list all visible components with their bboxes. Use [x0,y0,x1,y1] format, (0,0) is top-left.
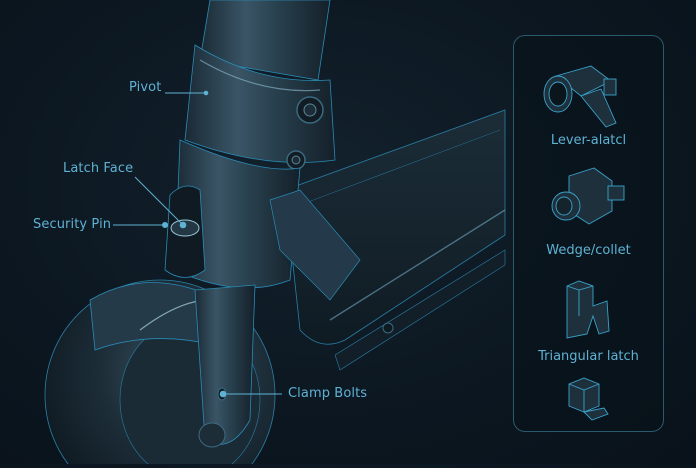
panel-item-wedge-collet: Wedge/collet [546,243,631,258]
callout-leaders [113,90,282,398]
triangular-latch-icon [566,280,610,339]
panel-item-triangular-latch: Triangular latch [538,349,639,364]
block-latch-icon [568,377,609,421]
callout-security-pin: Security Pin [33,217,112,232]
wedge-collet-icon [551,167,625,225]
callout-pivot: Pivot [129,80,162,95]
stem [164,0,361,301]
panel-item-lever-latch: Lever-alatcl [550,133,627,148]
fork [194,284,256,448]
callout-clamp-bolts: Clamp Bolts [288,386,368,401]
callout-latch-face: Latch Face [63,161,134,176]
latch-types-panel: Lever-alatcl Wedge/collet Triangular lat… [513,35,664,432]
lever-latch-icon [543,65,617,128]
